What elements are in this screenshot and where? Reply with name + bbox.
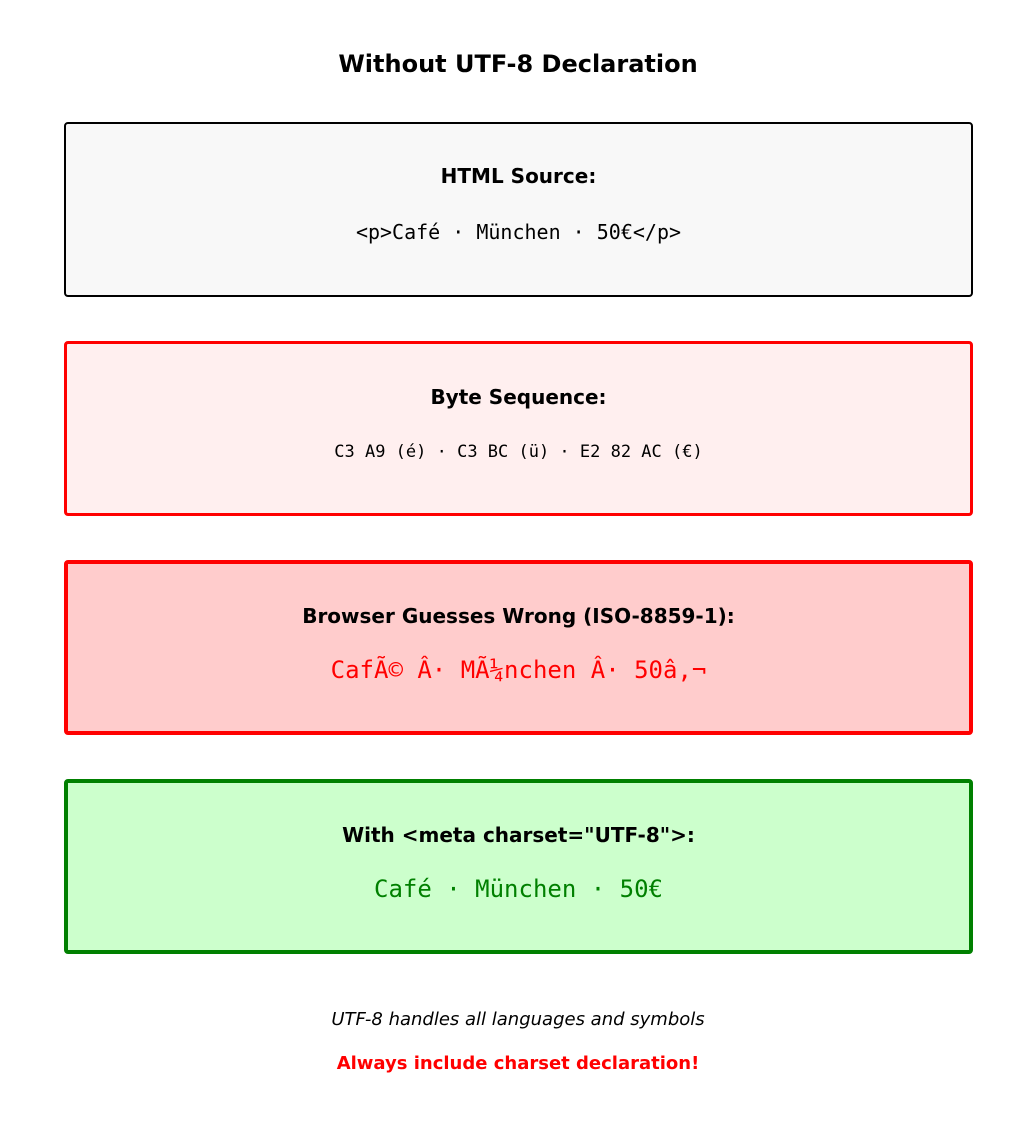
utf8-correct-box: With <meta charset="UTF-8">: Café · Münc… xyxy=(64,779,973,954)
box-heading: HTML Source: xyxy=(440,164,597,188)
box-content: Café · München · 50€ xyxy=(374,875,663,903)
box-content: <p>Café · München · 50€</p> xyxy=(355,220,682,244)
warning-note: Always include charset declaration! xyxy=(336,1053,700,1074)
box-content: CafÃ© Â· MÃ¼nchen Â· 50â‚¬ xyxy=(330,656,707,684)
wrong-encoding-box: Browser Guesses Wrong (ISO-8859-1): CafÃ… xyxy=(64,560,973,735)
byte-sequence-box: Byte Sequence: C3 A9 (é) · C3 BC (ü) · E… xyxy=(64,341,973,516)
box-heading: Byte Sequence: xyxy=(430,385,607,409)
box-content: C3 A9 (é) · C3 BC (ü) · E2 82 AC (€) xyxy=(334,442,703,462)
diagram-title: Without UTF-8 Declaration xyxy=(338,50,698,78)
html-source-box: HTML Source: <p>Café · München · 50€</p> xyxy=(64,122,973,297)
info-note: UTF-8 handles all languages and symbols xyxy=(331,1009,705,1030)
box-heading: With <meta charset="UTF-8">: xyxy=(342,823,695,847)
box-heading: Browser Guesses Wrong (ISO-8859-1): xyxy=(302,604,735,628)
